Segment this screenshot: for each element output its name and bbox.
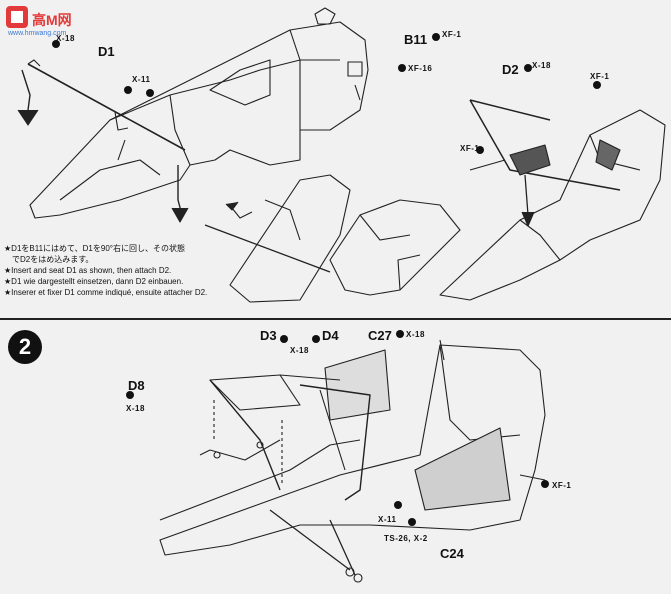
lower-chassis bbox=[159, 344, 546, 556]
panel-divider bbox=[0, 318, 671, 320]
chassis-closeup bbox=[229, 174, 351, 303]
label-d3: D3 bbox=[260, 328, 277, 343]
label-ts26-x2: TS-26, X-2 bbox=[384, 534, 428, 543]
panel-c27 bbox=[324, 349, 391, 421]
label-c24: C24 bbox=[440, 546, 464, 561]
d4-frame bbox=[299, 384, 371, 501]
watermark-text: 高M网 bbox=[32, 12, 72, 28]
instruction-note-jp-1: ★D1をB11にはめて、D1を90°右に回し、その状態 bbox=[4, 244, 185, 253]
label-c27: C27 bbox=[368, 328, 392, 343]
hand-illustration bbox=[329, 199, 461, 296]
d1-rod bbox=[27, 63, 186, 151]
panel-c24 bbox=[414, 427, 511, 511]
label-x11: X-11 bbox=[132, 75, 151, 84]
d2-frame bbox=[469, 99, 621, 191]
label-xf1: XF-1 bbox=[552, 481, 572, 490]
paint-dot-icon bbox=[52, 40, 60, 48]
label-x11: X-11 bbox=[378, 515, 397, 524]
label-x18-d1: X-18 bbox=[56, 34, 75, 43]
label-xf1-right: XF-1 bbox=[590, 72, 610, 81]
chassis-body-left bbox=[29, 21, 369, 219]
watermark-url: www.hmwang.com bbox=[8, 30, 67, 37]
label-xf16: XF-16 bbox=[408, 64, 433, 73]
part-b11-block bbox=[347, 61, 363, 77]
step-number-badge: 2 bbox=[8, 330, 42, 364]
label-xf1-left: XF-1 bbox=[460, 144, 480, 153]
logo-icon bbox=[6, 6, 28, 28]
d1-rod-closeup bbox=[204, 224, 331, 273]
label-d8: D8 bbox=[128, 378, 145, 393]
label-d2: D2 bbox=[502, 62, 519, 77]
instruction-note-jp-2: でD2をはめ込みます。 bbox=[4, 255, 94, 264]
label-xf1-b11: XF-1 bbox=[442, 30, 462, 39]
label-x18-c27: X-18 bbox=[406, 330, 425, 339]
label-d1: D1 bbox=[98, 44, 115, 59]
instruction-note-de: ★D1 wie dargestellt einsetzen, dann D2 e… bbox=[4, 277, 184, 286]
label-b11: B11 bbox=[404, 32, 428, 47]
label-d4: D4 bbox=[322, 328, 339, 343]
watermark-logo: 高M网 www.hmwang.com bbox=[4, 4, 74, 38]
instruction-note-fr: ★Inserer et fixer D1 comme indiqué, ensu… bbox=[4, 288, 208, 297]
label-x18-d2: X-18 bbox=[532, 61, 551, 70]
instruction-note-en: ★Insert and seat D1 as shown, then attac… bbox=[4, 266, 172, 275]
label-x18-d8: X-18 bbox=[126, 404, 145, 413]
filler-cap bbox=[314, 7, 336, 25]
label-x18-d3: X-18 bbox=[290, 346, 309, 355]
chassis-body-right bbox=[439, 109, 666, 301]
